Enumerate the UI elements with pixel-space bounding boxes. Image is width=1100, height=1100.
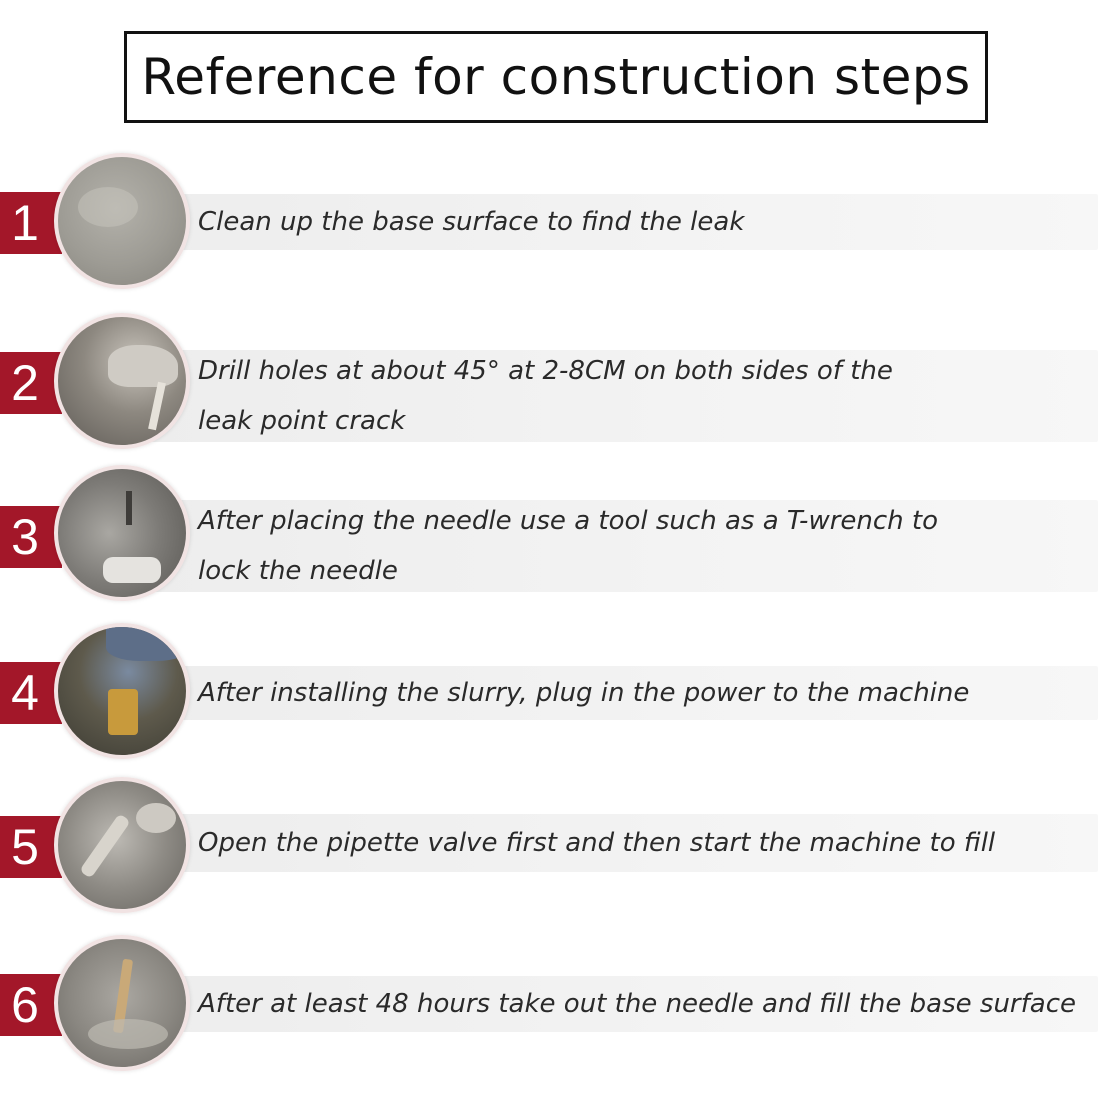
step-2-number-badge: 2 xyxy=(0,352,62,414)
step-4-photo-slurry-cup xyxy=(108,689,138,735)
step-3-text-line-2: lock the needle xyxy=(198,556,398,586)
step-6-finished-surface-photo xyxy=(54,935,190,1071)
step-6-number-badge: 6 xyxy=(0,974,62,1036)
step-5-photo-hand xyxy=(136,803,176,833)
step-6-photo-patch xyxy=(88,1019,168,1049)
step-5: Open the pipette valve first and then st… xyxy=(0,772,1100,922)
step-2-photo-drill-bit xyxy=(148,381,166,431)
step-1-photo-highlight xyxy=(78,187,138,227)
step-3-band: After placing the needle use a tool such… xyxy=(150,500,1098,592)
step-4-band: After installing the slurry, plug in the… xyxy=(150,666,1098,720)
step-2-text-line-1: Drill holes at about 45° at 2-8CM on bot… xyxy=(198,356,893,386)
step-6-text: After at least 48 hours take out the nee… xyxy=(198,989,1076,1019)
step-5-injection-photo xyxy=(54,777,190,913)
step-5-photo-hose xyxy=(79,813,131,879)
step-5-text: Open the pipette valve first and then st… xyxy=(198,828,996,858)
step-4: After installing the slurry, plug in the… xyxy=(0,618,1100,768)
step-1-text: Clean up the base surface to find the le… xyxy=(198,207,745,237)
step-3-text-line-1: After placing the needle use a tool such… xyxy=(198,506,939,536)
step-6: After at least 48 hours take out the nee… xyxy=(0,930,1100,1080)
page-title: Reference for construction steps xyxy=(141,48,971,106)
step-6-band: After at least 48 hours take out the nee… xyxy=(150,976,1098,1032)
step-4-number-badge: 4 xyxy=(0,662,62,724)
step-2: Drill holes at about 45° at 2-8CM on bot… xyxy=(0,308,1100,458)
step-5-band: Open the pipette valve first and then st… xyxy=(150,814,1098,872)
step-1-number-badge: 1 xyxy=(0,192,62,254)
step-4-grout-machine-photo xyxy=(54,623,190,759)
step-4-photo-machine-top xyxy=(106,627,186,661)
step-2-drilling-photo xyxy=(54,313,190,449)
step-5-number-badge: 5 xyxy=(0,816,62,878)
step-2-photo-shoe xyxy=(108,345,178,387)
step-3: After placing the needle use a tool such… xyxy=(0,460,1100,610)
step-3-photo-needle xyxy=(126,491,132,525)
step-1-concrete-floor-photo xyxy=(54,153,190,289)
step-1-band: Clean up the base surface to find the le… xyxy=(150,194,1098,250)
title-box: Reference for construction steps xyxy=(124,31,988,123)
step-4-text: After installing the slurry, plug in the… xyxy=(198,678,970,708)
step-2-text-line-2: leak point crack xyxy=(198,406,406,436)
step-3-number-badge: 3 xyxy=(0,506,62,568)
step-3-photo-wrench xyxy=(103,557,161,583)
step-1: Clean up the base surface to find the le… xyxy=(0,148,1100,298)
step-2-band: Drill holes at about 45° at 2-8CM on bot… xyxy=(150,350,1098,442)
step-3-needle-wrench-photo xyxy=(54,465,190,601)
